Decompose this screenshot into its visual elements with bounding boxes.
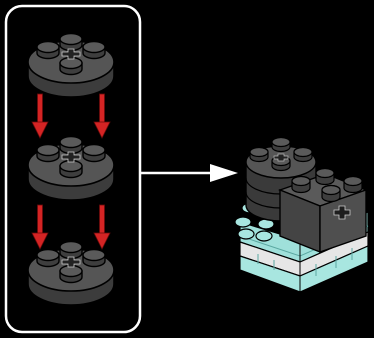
round-plate-middle: [27, 135, 115, 201]
result-assembly: [234, 136, 369, 293]
round-plate-bottom: [27, 240, 115, 306]
result-arrow: [141, 164, 238, 182]
assembly-arrow-right-2: [93, 204, 111, 250]
axle-hole-icon: [333, 205, 351, 220]
assembly-arrow-left-1: [31, 93, 49, 139]
brick-2x2-axle-hole: [278, 167, 368, 254]
assembly-arrow-right-1: [93, 93, 111, 139]
assembly-arrow-left-2: [31, 204, 49, 250]
round-plate-top: [27, 32, 115, 98]
callout-frame: [4, 4, 142, 334]
